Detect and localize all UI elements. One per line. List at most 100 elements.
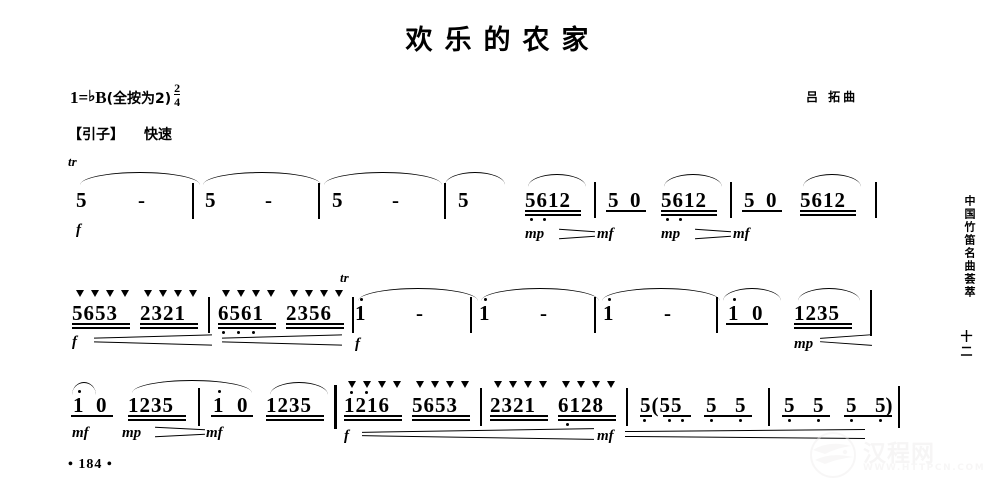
octave-dot-low [850, 419, 853, 422]
octave-dot-low [668, 419, 671, 422]
dynamic-mp: mp [794, 336, 814, 352]
note-extension-dash: - [540, 301, 547, 325]
accent-mark [461, 381, 469, 388]
rest: 0 [96, 393, 107, 417]
dynamic-f: f [76, 222, 81, 238]
rest: 0 [237, 393, 248, 417]
beam [140, 323, 198, 325]
note-extension-dash: - [265, 188, 272, 212]
accent-mark [592, 381, 600, 388]
note: 5 [76, 188, 87, 212]
accent-mark [363, 381, 371, 388]
tempo-marking: 快速 [144, 127, 172, 143]
section-name: 【引子】 [68, 127, 124, 143]
note-group: 1235 [794, 301, 840, 325]
beam [128, 419, 186, 421]
octave-dot-low [222, 331, 225, 334]
note: 5) [875, 393, 893, 417]
watermark: 汉程网 WWW.HTTPCN.COM [805, 432, 990, 484]
slur [358, 288, 478, 301]
barline [480, 388, 482, 426]
beam [661, 214, 717, 216]
accent-mark [121, 290, 129, 297]
rest: 0 [766, 188, 777, 212]
octave-dot-high [218, 390, 221, 393]
book-volume: 十二 [959, 330, 973, 360]
octave-dot-high [350, 391, 353, 394]
accent-mark [106, 290, 114, 297]
dynamic-mf: mf [733, 226, 750, 242]
slur [664, 174, 722, 187]
barline [875, 182, 877, 218]
note-group: 5653 [72, 301, 118, 325]
dynamic-mf: mf [597, 226, 614, 242]
octave-dot-low [679, 218, 682, 221]
note: 5 [846, 393, 857, 417]
meter-denominator: 4 [174, 94, 181, 109]
slur [80, 172, 200, 185]
slur [528, 174, 586, 187]
barline [594, 182, 596, 218]
accent-mark [189, 290, 197, 297]
octave-dot-low [643, 419, 646, 422]
note-group: 2321 [490, 393, 536, 417]
note-group: 1235 [266, 393, 312, 417]
accent-mark [159, 290, 167, 297]
slur [72, 382, 96, 395]
beam [794, 323, 852, 325]
barline [352, 297, 354, 333]
barline [318, 183, 320, 219]
note: 5 [608, 188, 619, 212]
octave-dot-low [788, 419, 791, 422]
note: 5 [458, 188, 469, 212]
beam [663, 415, 691, 417]
beam [844, 415, 892, 417]
accent-mark [76, 290, 84, 297]
beam [800, 214, 856, 216]
beam [286, 327, 344, 329]
note: 1 [603, 301, 614, 325]
beam [412, 419, 470, 421]
note-group: 5612 [661, 188, 707, 212]
slur [324, 172, 442, 185]
octave-dot-low [681, 419, 684, 422]
note-extension-dash: - [138, 188, 145, 212]
note: 1 [213, 393, 224, 417]
accent-mark [494, 381, 502, 388]
barline [208, 297, 210, 333]
meter-numerator: 2 [174, 81, 181, 95]
barline [716, 297, 718, 333]
section-marking: 【引子】 快速 [68, 124, 172, 144]
beam [72, 323, 130, 325]
octave-dot-low [566, 423, 569, 426]
note-group: 5612 [525, 188, 571, 212]
note-group: 5653 [412, 393, 458, 417]
barline [898, 386, 900, 428]
slur [602, 288, 720, 301]
slur [723, 288, 781, 301]
barline [334, 385, 337, 429]
slur [481, 288, 599, 301]
note: 5 [735, 393, 746, 417]
note-group: 6128 [558, 393, 604, 417]
hairpin-diminuendo [154, 426, 206, 438]
accent-mark [446, 381, 454, 388]
beam [266, 419, 324, 421]
key-prefix: 1= [70, 88, 89, 107]
barline [626, 388, 628, 426]
barline [470, 297, 472, 333]
watermark-name: 汉程网 [863, 441, 935, 467]
note: 5 [813, 393, 824, 417]
trill-mark: tr [340, 270, 349, 285]
watermark-url: WWW.HTTPCN.COM [863, 463, 986, 473]
slur [798, 288, 860, 301]
dynamic-mp: mp [525, 226, 545, 242]
hairpin-crescendo [94, 334, 212, 347]
beam [128, 415, 186, 417]
accent-mark [393, 381, 401, 388]
barline [594, 297, 596, 333]
beam [286, 323, 344, 325]
beam [704, 415, 752, 417]
beam [525, 214, 581, 216]
